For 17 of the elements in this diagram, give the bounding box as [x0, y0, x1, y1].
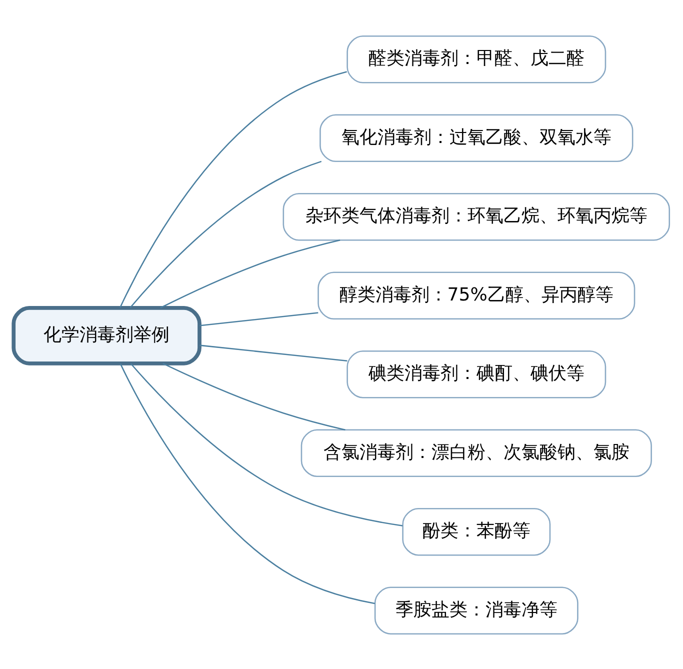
node-box: 醛类消毒剂：甲醛、戊二醛	[346, 35, 606, 83]
connector	[120, 362, 375, 604]
node-box: 化学消毒剂举例	[12, 305, 202, 365]
node-box: 醇类消毒剂：75%乙醇、异丙醇等	[318, 271, 636, 319]
connector	[160, 239, 340, 308]
connector	[130, 362, 403, 526]
connector	[130, 160, 322, 308]
connector	[162, 362, 346, 430]
node-box: 碘类消毒剂：碘酊、碘伏等	[346, 350, 606, 398]
connector	[200, 344, 348, 362]
node-box: 杂环类气体消毒剂：环氧乙烷、环氧丙烷等	[282, 192, 670, 240]
node-box: 含氯消毒剂：漂白粉、次氯酸钠、氯胺	[300, 428, 652, 476]
connector	[200, 312, 318, 326]
connector	[120, 70, 347, 308]
node-box: 酚类：苯酚等	[402, 507, 551, 556]
node-box: 季胺盐类：消毒净等	[374, 586, 578, 634]
node-box: 氧化消毒剂：过氧乙酸、双氧水等	[320, 114, 634, 162]
